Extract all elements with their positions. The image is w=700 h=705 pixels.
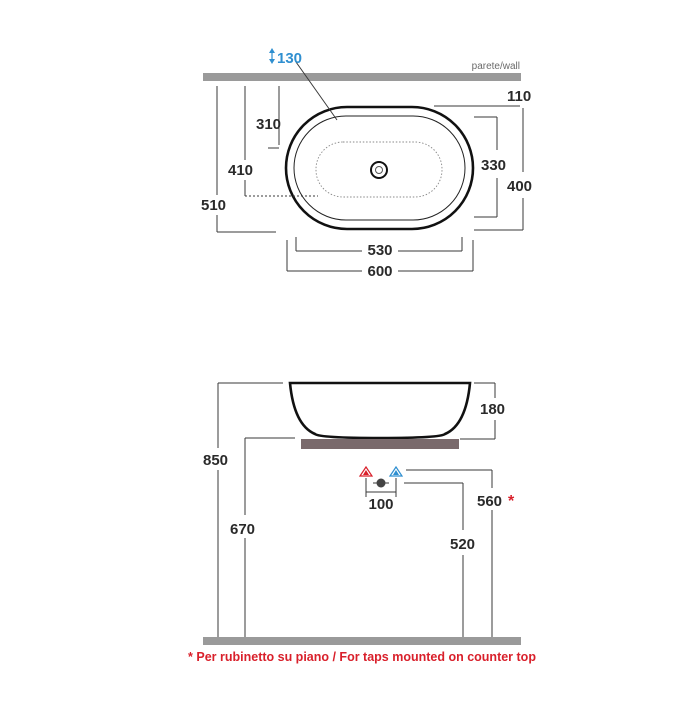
top-view: parete/wall 130 310 410 510 110	[201, 48, 532, 280]
dim-100: 100	[368, 496, 393, 513]
wall-label: parete/wall	[472, 61, 520, 72]
dim-850: 850	[203, 452, 228, 469]
dim-130: 130	[277, 50, 302, 67]
tap-connector	[376, 478, 386, 488]
hot-water-icon	[358, 465, 374, 477]
dim-180: 180	[480, 401, 505, 418]
dim-130-leader	[295, 61, 338, 121]
dim-560-marker: *	[508, 493, 515, 510]
cold-water-icon	[388, 465, 404, 477]
countertop	[301, 439, 459, 449]
dim-330: 330	[481, 157, 506, 174]
depth-arrow-icon	[269, 48, 275, 64]
dim-310: 310	[256, 116, 281, 133]
footnote: * Per rubinetto su piano / For taps moun…	[188, 650, 536, 664]
dim-530: 530	[367, 242, 392, 259]
basin-inner-outline	[293, 115, 466, 221]
dim-410: 410	[228, 162, 253, 179]
dim-670: 670	[230, 521, 255, 538]
dim-110: 110	[507, 88, 531, 105]
basin-side-profile	[288, 381, 472, 440]
dim-600: 600	[367, 263, 392, 280]
dim-400: 400	[507, 178, 532, 195]
dim-520: 520	[450, 536, 475, 553]
floor-bar	[203, 637, 521, 645]
side-view: 180 850 670 100 560 *	[203, 381, 521, 645]
wall-bar	[203, 73, 521, 81]
drain-inner	[375, 166, 383, 174]
dim-560: 560	[477, 493, 502, 510]
dim-510: 510	[201, 197, 226, 214]
